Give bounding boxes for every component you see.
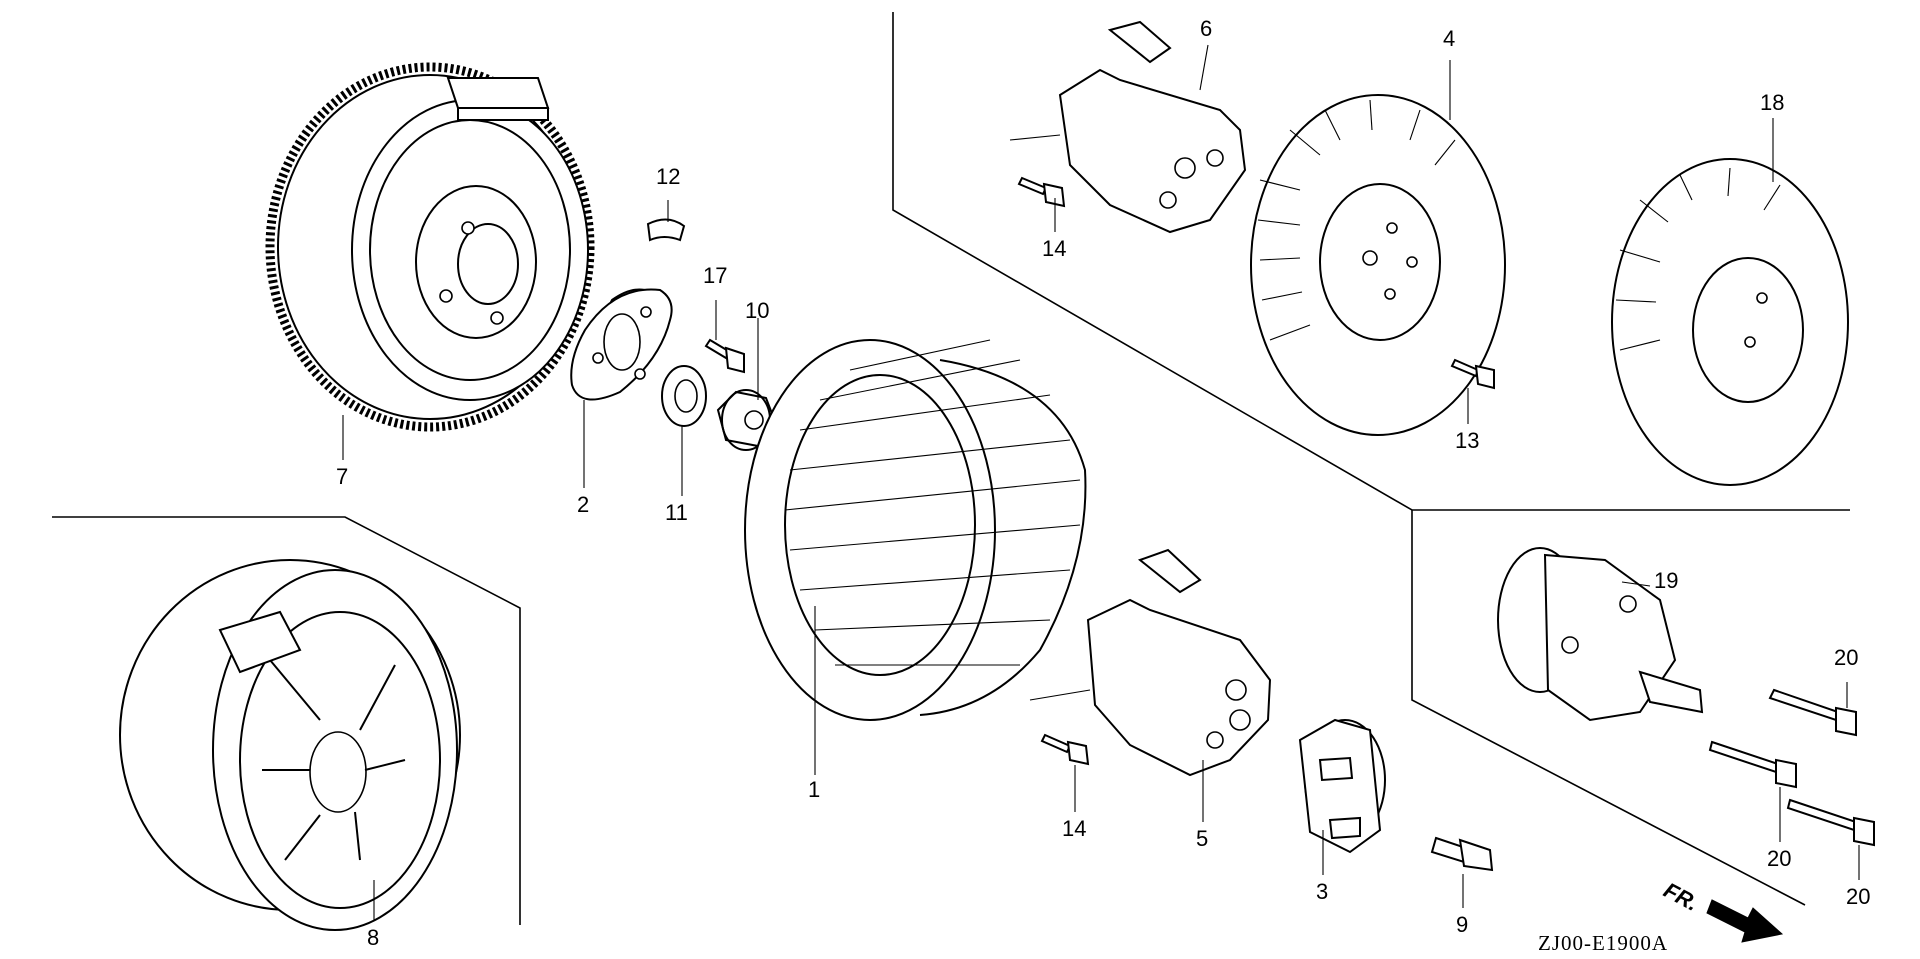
bolt-9-part [1430, 836, 1494, 872]
part-label: 8 [367, 925, 379, 950]
part-label: 18 [1760, 90, 1784, 115]
part-label: 6 [1200, 16, 1212, 41]
part-label: 2 [577, 492, 589, 517]
small-bolt-part [704, 338, 745, 374]
front-direction-label: FR. [1660, 877, 1703, 916]
part-label: 3 [1316, 879, 1328, 904]
part-label: 4 [1443, 26, 1455, 51]
part-label: 14 [1042, 236, 1066, 261]
bolt-13-part [1450, 358, 1495, 390]
starter-pulley-part [1298, 718, 1386, 854]
drawing-code: ZJ00-E1900A [1538, 931, 1668, 955]
part-label: 10 [745, 298, 769, 323]
section-divider-lines [52, 12, 1850, 925]
washer-part [661, 365, 707, 427]
part-label: 19 [1654, 568, 1678, 593]
part-label: 1 [808, 777, 820, 802]
bolt-20-parts [1708, 688, 1875, 847]
cooling-fan-part [744, 339, 1087, 721]
rotor-disc-18-part [1611, 158, 1849, 486]
part-label: 12 [656, 164, 680, 189]
plate-part [570, 288, 673, 401]
part-label: 13 [1455, 428, 1479, 453]
front-direction-arrow-icon [1706, 899, 1784, 943]
part-label: 14 [1062, 816, 1086, 841]
part-label: 5 [1196, 826, 1208, 851]
bolt-upper-part [1017, 176, 1066, 208]
woodruff-key-part [646, 218, 686, 242]
shaft-hub-part [1497, 547, 1704, 722]
part-label: 20 [1767, 846, 1791, 871]
part-label: 11 [665, 500, 688, 525]
ignition-coil-upper-part [1009, 20, 1247, 234]
flywheel-ring-gear-part [265, 62, 595, 432]
ignition-coil-lower-part [1029, 548, 1272, 777]
part-label: 20 [1834, 645, 1858, 670]
flywheel-part [119, 559, 461, 931]
part-label: 9 [1456, 912, 1468, 937]
front-direction-indicator: FR. [1660, 877, 1784, 943]
part-label: 7 [336, 464, 348, 489]
part-number-labels: 1 2 3 4 5 6 7 8 9 10 11 12 13 14 14 17 1… [336, 16, 1870, 950]
rotor-disc-part [1250, 94, 1506, 436]
part-label: 20 [1846, 884, 1870, 909]
leader-lines [342, 44, 1860, 920]
bolt-lower-part [1040, 733, 1090, 766]
part-label: 17 [703, 263, 727, 288]
